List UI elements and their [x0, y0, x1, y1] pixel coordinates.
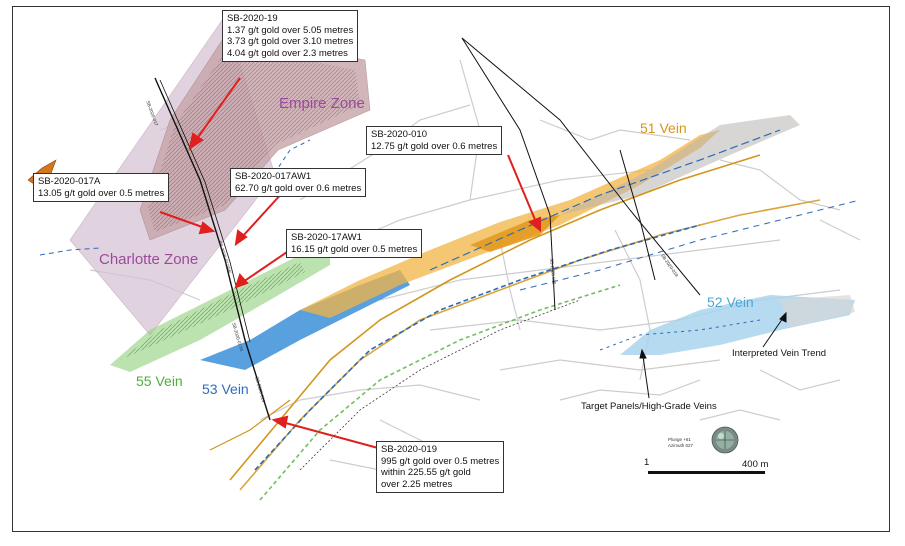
callout-sb-2020-010: SB-2020-010 12.75 g/t gold over 0.6 metr… [366, 126, 503, 155]
vein-55-label: 55 Vein [136, 373, 183, 389]
compass-icon [711, 426, 739, 454]
empire-zone-hatch [148, 45, 360, 232]
callout-sb-2020-17aw1: SB-2020-17AW1 16.15 g/t gold over 0.5 me… [286, 229, 423, 258]
note-arrows [639, 311, 787, 399]
vein-51-label: 51 Vein [640, 120, 687, 136]
drill-holes [154, 37, 701, 421]
empire-zone-label: Empire Zone [279, 95, 365, 112]
compass-plunge: Plunge +61 [668, 437, 691, 442]
compass-azimuth: Azimuth 027 [668, 443, 694, 448]
target-panels-label: Target Panels/High-Grade Veins [581, 401, 717, 412]
callout-sb-2020-017aw1: SB-2020-017AW1 62.70 g/t gold over 0.6 m… [230, 168, 367, 197]
callout-sb-2020-019: SB-2020-019 995 g/t gold over 0.5 metres… [376, 441, 505, 493]
callout-sb-2020-017a: SB-2020-017A 13.05 g/t gold over 0.5 met… [33, 173, 170, 202]
scale-bar [648, 471, 765, 474]
callout-sb-2020-19: SB-2020-19 1.37 g/t gold over 5.05 metre… [222, 10, 359, 62]
charlotte-zone-label: Charlotte Zone [99, 251, 199, 268]
scale-start: 1 [644, 457, 650, 468]
vein-52-label: 52 Vein [707, 294, 754, 310]
result-arrows [159, 77, 541, 449]
interpreted-vein-trend-label: Interpreted Vein Trend [732, 348, 827, 359]
vein-51-plane [300, 130, 720, 318]
vein-traces [39, 129, 861, 501]
vein-53-label: 53 Vein [202, 381, 249, 397]
scale-end: 400 m [742, 459, 769, 470]
